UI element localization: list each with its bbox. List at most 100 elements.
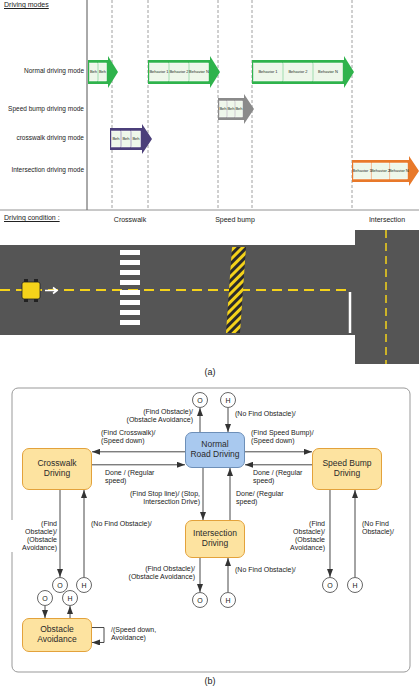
behavior-boxes xyxy=(90,63,408,179)
transition-label: (No Find Obstacle)/ xyxy=(90,520,164,528)
mode-arrow xyxy=(148,56,220,88)
circle-letter: O xyxy=(42,595,47,602)
transition-arrow xyxy=(70,606,71,618)
axis-title: Driving condition : xyxy=(4,214,60,222)
panel-frame xyxy=(12,388,410,672)
circle-letter: O xyxy=(197,597,202,604)
figure-label: (a) xyxy=(180,367,240,377)
connector-circle: H xyxy=(220,592,236,608)
transition-arrow xyxy=(329,490,330,577)
transition-label: Done / (Regular speed) xyxy=(252,469,312,485)
circle-letter: H xyxy=(225,597,230,604)
axis-line xyxy=(87,0,88,210)
circle-letter: O xyxy=(197,397,202,404)
transition-arrow xyxy=(203,468,204,520)
mode-arrow xyxy=(352,156,419,186)
behavior-label: Behavior N xyxy=(190,63,209,81)
transition-label: (Find Obstacle)/ (Obstacle Avoidance) xyxy=(120,408,194,424)
state-name: Obstacle Avoidance xyxy=(27,625,87,645)
transition-arrow xyxy=(84,490,85,577)
behavior-label: Beh xyxy=(99,63,107,81)
state-box: Speed Bump Driving xyxy=(312,448,382,490)
circle-letter: H xyxy=(67,595,72,602)
transition-arrow xyxy=(228,558,229,592)
crosswalk-stripes xyxy=(120,250,140,325)
behavior-label: Behavior 2 xyxy=(170,63,189,81)
transition-arrow xyxy=(200,558,201,592)
direction-arrow xyxy=(45,288,57,294)
behavior-label: Behavior 2 xyxy=(284,63,313,81)
phase-divider xyxy=(112,0,352,210)
transition-label: (Find Crosswalk)/ (Speed down) xyxy=(100,429,180,445)
transition-label: Done / (Regular speed) xyxy=(104,469,178,485)
condition-label: Crosswalk xyxy=(100,216,160,224)
behavior-label: Beh xyxy=(132,131,141,147)
transition-arrow xyxy=(92,464,185,465)
state-name: Normal Road Driving xyxy=(190,440,240,460)
behavior-label: Behavior N xyxy=(314,63,343,81)
mode-label: Normal driving mode xyxy=(2,67,84,74)
connector-circle: O xyxy=(192,592,208,608)
axis-title: Driving modes xyxy=(4,1,49,9)
connector-circle: H xyxy=(62,590,78,606)
transition-label: (No Find Obstacle)/ xyxy=(234,566,308,574)
transition-arrow xyxy=(92,628,104,643)
behavior-label: Beh xyxy=(90,63,98,81)
mode-label: Speed bump driving mode xyxy=(2,105,84,112)
mode-arrow xyxy=(88,56,118,88)
behavior-label: Beh xyxy=(122,131,131,147)
condition-label: Intersection xyxy=(357,216,417,224)
behavior-label: Behavior N xyxy=(390,163,407,179)
behavior-label: Beh xyxy=(220,101,227,117)
car xyxy=(22,279,40,302)
mode-arrow xyxy=(218,94,254,124)
transition-label: (Find Speed Bump)/ (Speed down) xyxy=(250,429,324,445)
transition-arrow xyxy=(245,464,312,465)
transition-label: /(Speed down, Avoidance) xyxy=(110,626,172,642)
transition-arrow xyxy=(228,408,229,432)
stop-line xyxy=(349,292,352,333)
center-line xyxy=(385,230,387,364)
state-box: Normal Road Driving xyxy=(185,432,245,468)
connector-circle: O xyxy=(37,590,53,606)
state-name: Speed Bump Driving xyxy=(317,459,377,479)
road xyxy=(355,230,419,364)
mode-label: Intersection driving mode xyxy=(2,166,84,173)
figure-label: (b) xyxy=(180,676,240,686)
connector-circle: O xyxy=(192,392,208,408)
behavior-label: Beh xyxy=(112,131,121,147)
speed-bump xyxy=(226,247,246,333)
circle-letter: O xyxy=(57,582,62,589)
state-name: Intersection Driving xyxy=(190,529,240,549)
connector-circle: H xyxy=(76,577,92,593)
state-box: Intersection Driving xyxy=(185,520,245,558)
transition-arrow xyxy=(245,451,312,452)
behavior-label: Behavior 1 xyxy=(254,63,283,81)
transition-arrow xyxy=(200,408,201,432)
state-box: Crosswalk Driving xyxy=(22,448,92,490)
circle-letter: H xyxy=(225,397,230,404)
connector-circle: H xyxy=(220,392,236,408)
transition-label: (Find Obstacle)/ (Obstacle Avoidance) xyxy=(8,520,58,552)
transition-label: (No Find Obstacle)/ xyxy=(234,410,308,418)
mode-arrow xyxy=(252,56,354,88)
transition-arrow xyxy=(60,490,61,577)
transition-label: Done/ (Regular speed) xyxy=(235,490,299,506)
mode-label: crosswalk driving mode xyxy=(2,134,84,141)
transition-arrow xyxy=(355,490,356,577)
state-name: Crosswalk Driving xyxy=(27,459,87,479)
circle-letter: O xyxy=(327,582,332,589)
transition-label: (No Find Obstacle)/ xyxy=(361,520,407,536)
state-box: Obstacle Avoidance xyxy=(22,618,92,652)
mode-arrow xyxy=(110,124,152,154)
connector-circle: H xyxy=(347,577,363,593)
condition-label: Speed bump xyxy=(205,216,265,224)
connector-circle: O xyxy=(322,577,338,593)
transition-label: (Find Obstacle)/ (Obstacle Avoidance) xyxy=(276,520,326,552)
transition-arrow xyxy=(92,451,185,452)
behavior-label: Beh xyxy=(228,101,235,117)
circle-letter: H xyxy=(81,582,86,589)
transition-arrow xyxy=(45,606,46,618)
axis-line xyxy=(0,210,419,211)
behavior-label: Beh xyxy=(236,101,243,117)
